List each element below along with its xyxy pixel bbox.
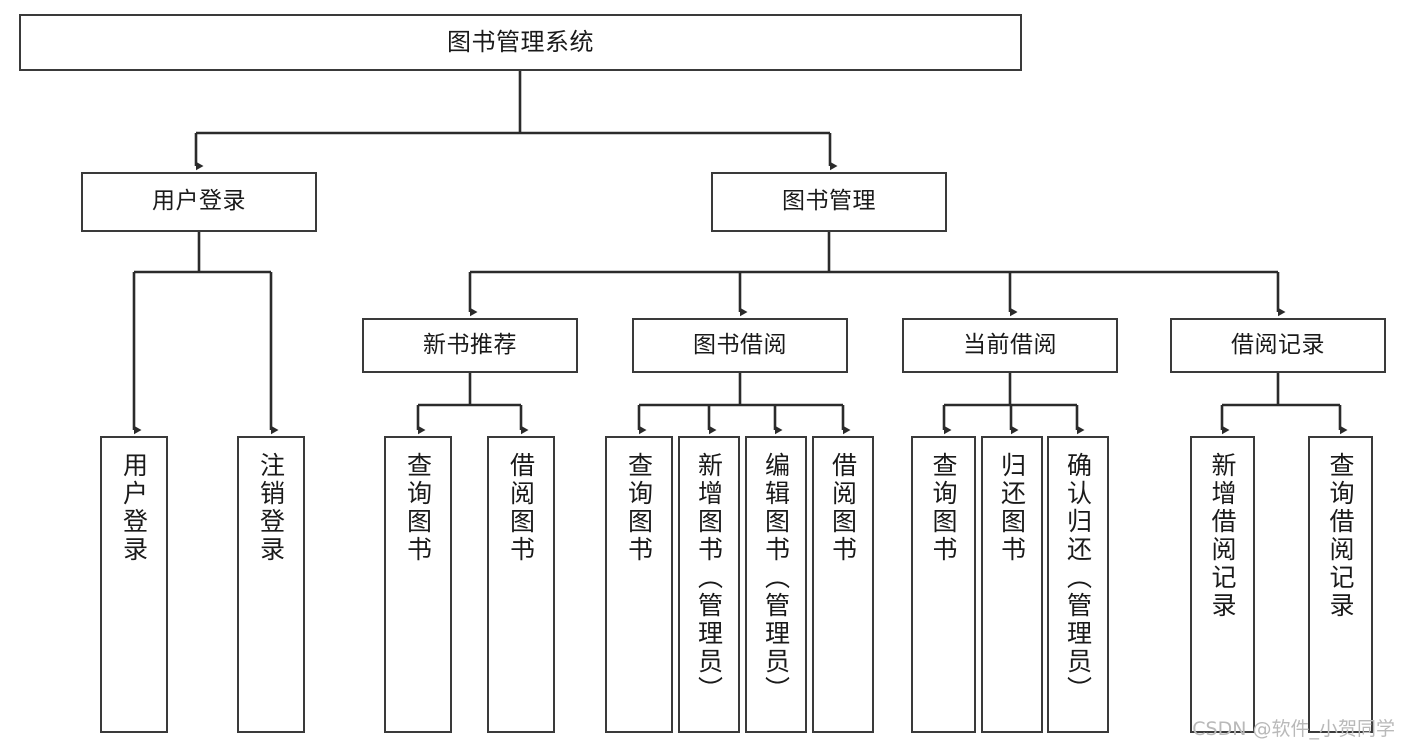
leaf-confirm-return[interactable]: 确认归还（管理员）	[1047, 436, 1109, 733]
node-book-manage[interactable]: 图书管理	[711, 172, 947, 232]
leaf-add-book[interactable]: 新增图书（管理员）	[678, 436, 740, 733]
leaf-query-book-1[interactable]: 查询图书	[384, 436, 452, 733]
node-label: 图书管理	[782, 188, 876, 215]
node-book-borrow[interactable]: 图书借阅	[632, 318, 848, 373]
node-root-system[interactable]: 图书管理系统	[19, 14, 1022, 71]
watermark: CSDN @软件_小贺同学	[1192, 718, 1395, 740]
leaf-logout[interactable]: 注销登录	[237, 436, 305, 733]
node-label: 查询图书	[624, 452, 654, 564]
leaf-query-book-2[interactable]: 查询图书	[605, 436, 673, 733]
leaf-edit-book[interactable]: 编辑图书（管理员）	[745, 436, 807, 733]
node-label: 查询图书	[929, 452, 958, 564]
node-label: 查询图书	[403, 452, 433, 564]
node-label: 注销登录	[256, 452, 286, 564]
node-label: 借阅记录	[1231, 331, 1325, 358]
leaf-user-login[interactable]: 用户登录	[100, 436, 168, 733]
leaf-query-record[interactable]: 查询借阅记录	[1308, 436, 1373, 733]
node-label: 编辑图书（管理员）	[761, 452, 791, 704]
leaf-borrow-book-2[interactable]: 借阅图书	[812, 436, 874, 733]
leaf-borrow-book-1[interactable]: 借阅图书	[487, 436, 555, 733]
node-label: 归还图书	[997, 452, 1027, 564]
node-user-login[interactable]: 用户登录	[81, 172, 317, 232]
node-borrow-record[interactable]: 借阅记录	[1170, 318, 1386, 373]
node-label: 确认归还（管理员）	[1063, 452, 1093, 704]
node-label: 用户登录	[119, 452, 149, 564]
node-label: 新增图书（管理员）	[694, 452, 724, 704]
node-current-borrow[interactable]: 当前借阅	[902, 318, 1118, 373]
node-new-book-rec[interactable]: 新书推荐	[362, 318, 578, 373]
node-label: 用户登录	[152, 188, 246, 215]
leaf-query-book-3[interactable]: 查询图书	[911, 436, 976, 733]
node-label: 新增借阅记录	[1208, 452, 1237, 620]
node-label: 新书推荐	[423, 331, 517, 358]
node-label: 当前借阅	[963, 331, 1057, 358]
node-label: 查询借阅记录	[1326, 452, 1355, 620]
node-label: 图书管理系统	[447, 28, 594, 57]
leaf-add-record[interactable]: 新增借阅记录	[1190, 436, 1255, 733]
leaf-return-book[interactable]: 归还图书	[981, 436, 1043, 733]
node-label: 图书借阅	[693, 331, 787, 358]
node-label: 借阅图书	[506, 452, 536, 564]
node-label: 借阅图书	[828, 452, 858, 564]
